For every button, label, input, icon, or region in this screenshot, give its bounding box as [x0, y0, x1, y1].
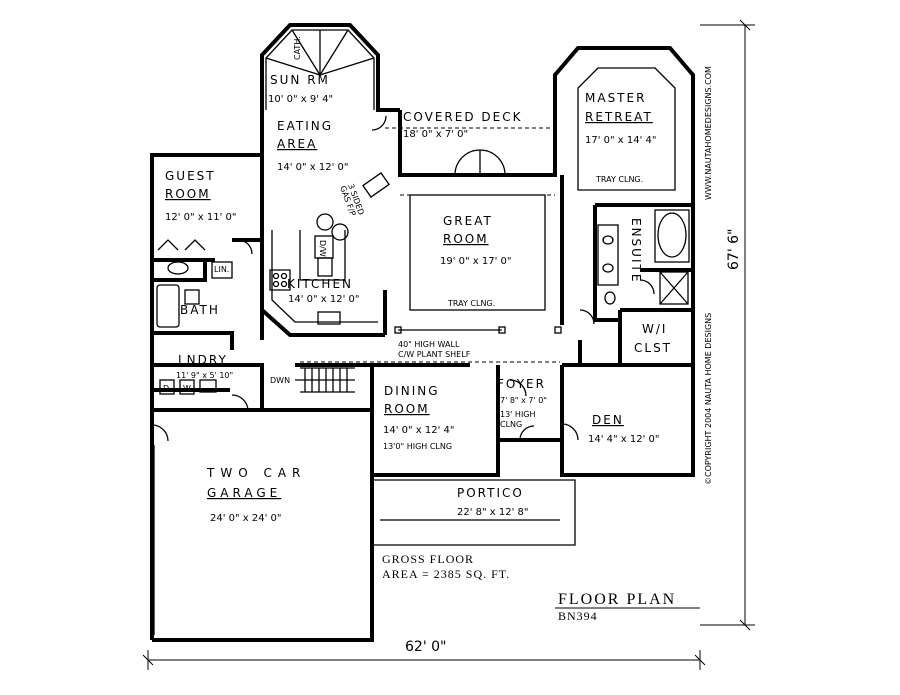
room-bath: BATH	[180, 303, 220, 317]
foyer-note-2: CLNG	[500, 420, 522, 429]
guest-size: 12' 0" x 11' 0"	[165, 212, 237, 223]
garage-name-1: TWO CAR	[206, 466, 306, 480]
deck-size: 18' 0" x 7' 0"	[403, 129, 468, 140]
wall-note-line-1: 40" HIGH WALL	[398, 340, 460, 349]
master-note: TRAY CLNG.	[595, 175, 643, 184]
dining-size: 14' 0" x 12' 4"	[383, 425, 455, 436]
kitchen-size: 14' 0" x 12' 0"	[288, 294, 360, 305]
interior-walls	[152, 155, 693, 440]
master-name-1: MASTER	[585, 91, 646, 105]
website-text: WWW.NAUTAHOMEDESIGNS.COM	[704, 66, 713, 200]
eating-size: 14' 0" x 12' 0"	[277, 162, 349, 173]
gross-floor-line-1: GROSS FLOOR	[382, 552, 474, 566]
dining-name-2: ROOM	[384, 402, 430, 416]
copyright-text: ©COPYRIGHT 2004 NAUTA HOME DESIGNS	[704, 313, 713, 485]
room-portico: PORTICO 22' 8" x 12' 8"	[457, 486, 529, 518]
room-foyer: FOYER 7' 8" x 7' 0" 13' HIGH CLNG	[497, 377, 547, 429]
room-den: DEN 14' 4" x 12' 0"	[588, 413, 660, 445]
fixtures	[151, 29, 690, 635]
dishwasher-label: D/W	[318, 240, 327, 257]
room-eating: EATING AREA 14' 0" x 12' 0"	[277, 119, 349, 173]
room-closet: W/I CLST	[634, 322, 672, 355]
garage-size: 24' 0" x 24' 0"	[210, 513, 282, 524]
fireplace-label: 3 SIDED GAS F/P	[338, 183, 366, 218]
kitchen-name: KITCHEN	[287, 277, 353, 291]
den-name: DEN	[592, 413, 624, 427]
sun-room-note: CATH.	[293, 36, 302, 60]
eating-name-1: EATING	[277, 119, 333, 133]
laundry-size: 11' 9" x 5' 10"	[176, 371, 233, 380]
great-name-1: GREAT	[443, 214, 493, 228]
sun-room-name: SUN RM	[270, 73, 330, 87]
title-block: FLOOR PLAN BN394	[558, 591, 676, 623]
closet-name-2: CLST	[634, 341, 672, 355]
stairs-dwn: DWN	[270, 376, 290, 385]
guest-name-1: GUEST	[165, 169, 216, 183]
room-laundry: LNDRY 11' 9" x 5' 10" D W	[163, 353, 233, 393]
dining-name-1: DINING	[384, 384, 440, 398]
sun-room-size: 10' 0" x 9' 4"	[268, 94, 333, 105]
portico-size: 22' 8" x 12' 8"	[457, 507, 529, 518]
foyer-size: 7' 8" x 7' 0"	[500, 396, 547, 405]
plan-code: BN394	[558, 609, 598, 623]
gross-floor-area: GROSS FLOOR AREA = 2385 SQ. FT.	[382, 552, 510, 581]
room-kitchen: D/W KITCHEN 14' 0" x 12' 0"	[287, 240, 360, 305]
room-ensuite: ENSUITE	[629, 218, 643, 283]
great-name-2: ROOM	[443, 232, 489, 246]
foyer-note-1: 13' HIGH	[500, 410, 536, 419]
foyer-name: FOYER	[497, 377, 546, 391]
laundry-name: LNDRY	[178, 353, 228, 367]
wall-note-line-2: C/W PLANT SHELF	[398, 350, 471, 359]
great-size: 19' 0" x 17' 0"	[440, 256, 512, 267]
gross-floor-line-2: AREA = 2385 SQ. FT.	[382, 567, 510, 581]
great-note: TRAY CLNG.	[447, 299, 495, 308]
dining-note: 13'0" HIGH CLNG	[383, 442, 452, 451]
linen-name: LIN.	[214, 265, 229, 274]
room-covered-deck: COVERED DECK 18' 0" x 7' 0"	[403, 110, 522, 140]
master-name-2: RETREAT	[585, 110, 653, 124]
stairs-label: DWN	[270, 376, 290, 385]
room-great: GREAT ROOM 19' 0" x 17' 0" TRAY CLNG.	[440, 214, 512, 308]
room-linen: LIN.	[214, 265, 229, 274]
plan-title: FLOOR PLAN	[558, 591, 676, 608]
garage-name-2: GARAGE	[207, 486, 281, 500]
deck-name: COVERED DECK	[403, 110, 522, 124]
bath-name: BATH	[180, 303, 220, 317]
wall-note: 40" HIGH WALL C/W PLANT SHELF	[398, 340, 471, 359]
washer-label: W	[183, 384, 191, 393]
dimension-lines	[142, 19, 755, 670]
room-master: MASTER RETREAT 17' 0" x 14' 4" TRAY CLNG…	[585, 91, 657, 184]
guest-name-2: ROOM	[165, 187, 211, 201]
staircase	[295, 367, 355, 393]
room-garage: TWO CAR GARAGE 24' 0" x 24' 0"	[206, 466, 306, 524]
den-size: 14' 4" x 12' 0"	[588, 434, 660, 445]
eating-name-2: AREA	[277, 137, 317, 151]
room-dining: DINING ROOM 14' 0" x 12' 4" 13'0" HIGH C…	[383, 384, 455, 451]
width-dimension: 62' 0"	[405, 639, 446, 655]
ensuite-name: ENSUITE	[629, 218, 643, 283]
depth-dimension: 67' 6"	[726, 229, 742, 270]
dryer-label: D	[163, 384, 169, 393]
master-size: 17' 0" x 14' 4"	[585, 135, 657, 146]
closet-name-1: W/I	[642, 322, 667, 336]
portico-name: PORTICO	[457, 486, 524, 500]
room-guest: GUEST ROOM 12' 0" x 11' 0"	[165, 169, 237, 223]
room-sun: CATH. SUN RM 10' 0" x 9' 4"	[268, 36, 333, 105]
